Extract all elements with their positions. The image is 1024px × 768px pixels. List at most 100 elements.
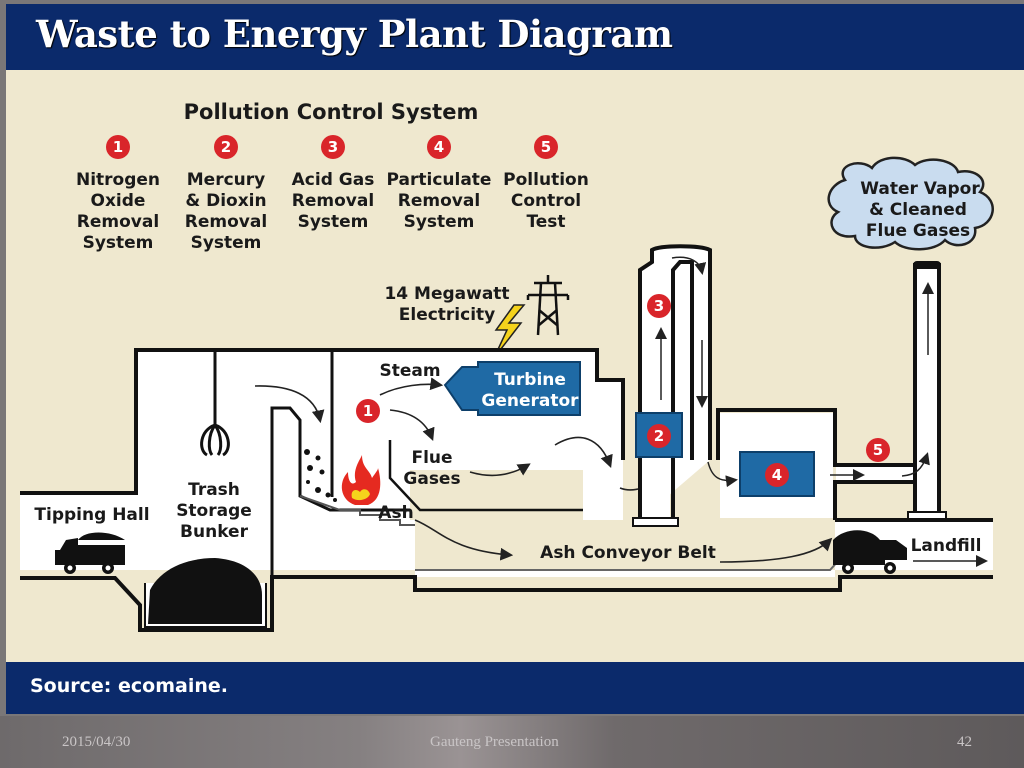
- smokestack: [913, 263, 941, 519]
- grate: [299, 495, 415, 526]
- badge-number: 1: [363, 402, 373, 420]
- dump-truck-icon: [833, 530, 907, 574]
- badge-number: 5: [873, 441, 883, 459]
- pcs-item-label: Removal: [77, 212, 159, 232]
- bunker-label: Bunker: [180, 522, 249, 542]
- badge-number: 1: [113, 138, 123, 156]
- badge-number: 4: [434, 138, 444, 156]
- pollution-control-title: Pollution Control System: [184, 100, 479, 124]
- building-wall: [20, 348, 625, 495]
- badge-icon: [214, 135, 238, 159]
- pcs-item-4: 4 Particulate Removal System: [387, 135, 492, 232]
- tower-downcomer: [694, 260, 708, 460]
- tipping-hall-label: Tipping Hall: [34, 505, 149, 525]
- badge-icon: [534, 135, 558, 159]
- pcs-item-label: Control: [511, 191, 581, 211]
- pcs-item-label: Removal: [398, 191, 480, 211]
- pcs-item-label: Particulate: [387, 170, 492, 190]
- footer-title: Gauteng Presentation: [430, 734, 559, 750]
- pcs-item-label: Acid Gas: [292, 170, 375, 190]
- crane-claw-icon: [200, 352, 230, 457]
- badge-mercury: 2: [647, 424, 671, 448]
- pcs-item-label: System: [298, 212, 369, 232]
- source-bar: Source: ecomaine.: [6, 662, 1024, 714]
- turbine-generator: Turbine Generator: [443, 361, 581, 416]
- baghouse-wall: [716, 408, 932, 467]
- plant-diagram: Pollution Control System 1 Nitrogen Oxid…: [20, 100, 994, 632]
- pcs-item-label: Mercury: [187, 170, 265, 190]
- ash-arrow: [414, 519, 514, 561]
- pcs-item-label: Removal: [292, 191, 374, 211]
- pcs-item-2: 2 Mercury & Dioxin Removal System: [185, 135, 267, 253]
- duct-wall: [833, 480, 917, 520]
- steam-label: Steam: [379, 361, 440, 381]
- turbine-label: Turbine: [494, 370, 566, 390]
- flue-arrow: [469, 463, 531, 477]
- badge-number: 2: [221, 138, 231, 156]
- up-arrow: [901, 452, 930, 477]
- badge-icon: [106, 135, 130, 159]
- footer-date: 2015/04/30: [62, 734, 131, 750]
- fire-icon: [341, 455, 381, 505]
- bunker-label: Trash: [188, 480, 240, 500]
- pcs-item-label: Removal: [185, 212, 267, 232]
- badge-particulate: 4: [765, 463, 789, 487]
- pcs-item-1: 1 Nitrogen Oxide Removal System: [76, 135, 160, 253]
- pcs-item-label: System: [191, 233, 262, 253]
- cloud-label: & Cleaned: [869, 200, 967, 220]
- pcs-item-label: Nitrogen: [76, 170, 160, 190]
- bunker-label: Storage: [176, 501, 252, 521]
- slide-footer: 2015/04/30 Gauteng Presentation 42: [0, 716, 1024, 768]
- conveyor-arrow: [719, 537, 833, 563]
- footer-page-number: 42: [957, 734, 972, 750]
- slide-title: Waste to Energy Plant Diagram: [36, 12, 673, 56]
- turn-arrow: [671, 256, 707, 275]
- title-bar: Waste to Energy Plant Diagram: [6, 4, 1024, 70]
- source-label: Source: ecomaine.: [30, 675, 228, 697]
- badge-combustion: 1: [356, 399, 380, 423]
- badge-number: 3: [328, 138, 338, 156]
- plant-interior: [20, 350, 993, 577]
- trash-debris-icon: [304, 449, 337, 502]
- power-tower-icon: [526, 275, 570, 336]
- badge-test: 5: [866, 438, 890, 462]
- waste-feed-arrow: [254, 385, 325, 424]
- badge-number: 3: [654, 297, 664, 315]
- badge-icon: [427, 135, 451, 159]
- slide: Waste to Energy Plant Diagram Pollution …: [0, 0, 1024, 716]
- tower-base: [632, 517, 679, 527]
- cloud-label: Flue Gases: [866, 221, 970, 241]
- pcs-item-label: Pollution: [503, 170, 589, 190]
- ash-conveyor-label: Ash Conveyor Belt: [540, 543, 716, 563]
- steam-arrow: [379, 377, 444, 396]
- badge-number: 2: [654, 427, 664, 445]
- pcs-item-label: System: [404, 212, 475, 232]
- pcs-item-3: 3 Acid Gas Removal System: [292, 135, 375, 232]
- pcs-item-label: & Dioxin: [185, 191, 266, 211]
- flue-wall: [388, 440, 583, 512]
- ash-label: Ash: [378, 503, 413, 523]
- cloud-label: Water Vapor: [860, 179, 980, 199]
- badge-number: 5: [541, 138, 551, 156]
- flue-arrow: [389, 409, 435, 441]
- pcs-item-5: 5 Pollution Control Test: [503, 135, 589, 232]
- flue-arrow: [554, 436, 613, 469]
- turbine-label: Generator: [481, 391, 579, 411]
- electricity-label: Electricity: [399, 305, 496, 325]
- electricity-label: 14 Megawatt: [384, 284, 509, 304]
- flue-arrow: [707, 461, 738, 488]
- duct-interior: [836, 467, 916, 480]
- lightning-icon: [493, 304, 526, 359]
- pcs-item-label: System: [83, 233, 154, 253]
- pcs-item-label: Oxide: [91, 191, 146, 211]
- badge-number: 4: [772, 466, 782, 484]
- tower-inner-wall: [671, 260, 694, 520]
- landfill-label: Landfill: [911, 536, 982, 556]
- flue-gases-label: Gases: [403, 469, 460, 489]
- cloud-icon: Water Vapor & Cleaned Flue Gases: [827, 156, 994, 251]
- pit-frame: [144, 583, 267, 628]
- flue-gases-label: Flue: [411, 448, 452, 468]
- dump-truck-icon: [55, 532, 125, 574]
- badge-acid: 3: [647, 294, 671, 318]
- badge-icon: [321, 135, 345, 159]
